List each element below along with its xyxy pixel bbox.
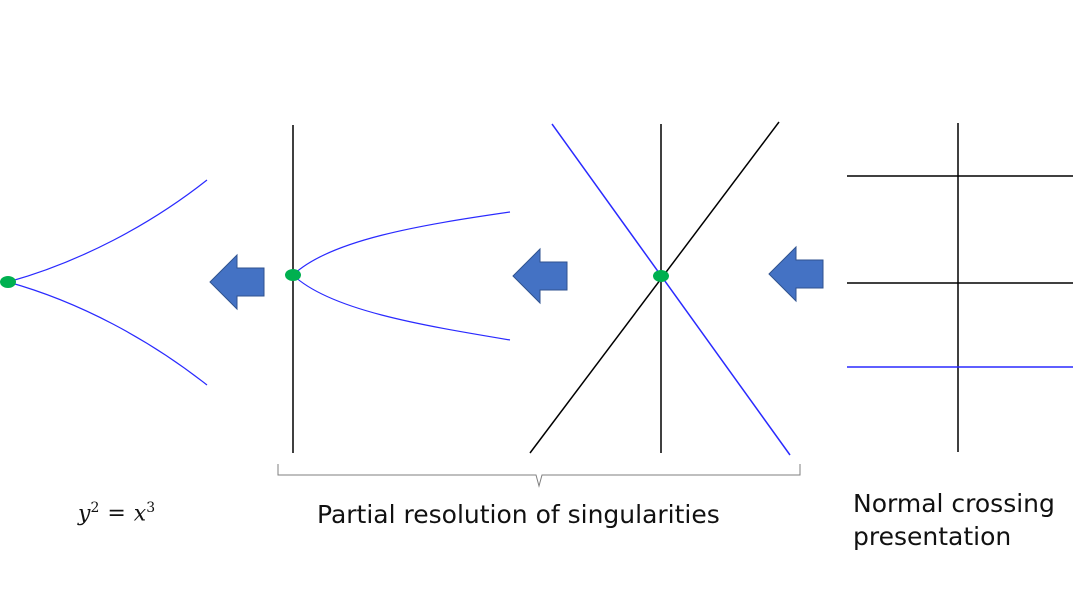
strict-transform-lower: [292, 274, 511, 341]
blowup-panel-1: [285, 125, 511, 453]
eq-lhs-exp: 2: [90, 500, 100, 516]
left-arrow-icon: [209, 253, 265, 311]
cusp-panel: [0, 179, 208, 386]
cusp-lower-branch: [7, 281, 208, 386]
left-arrow-icon: [768, 245, 824, 303]
partial-resolution-label: Partial resolution of singularities: [317, 500, 720, 529]
tangency-point: [285, 269, 301, 281]
eq-rhs-var: x: [133, 501, 147, 527]
left-arrow-icon: [512, 247, 568, 305]
singular-point: [0, 276, 16, 288]
normal-crossing-line1: Normal crossing: [853, 489, 1055, 518]
triple-point: [653, 270, 669, 282]
blowup-panel-2: [529, 121, 791, 456]
grouping-brace: [277, 464, 801, 488]
normal-crossing-panel: [847, 123, 1073, 452]
blue-line: [551, 123, 791, 456]
cusp-upper-branch: [7, 179, 208, 283]
eq-operator: =: [107, 501, 126, 527]
eq-lhs-var: y: [78, 501, 91, 527]
cusp-equation-label: y2 = x3: [78, 500, 155, 526]
strict-transform-upper: [292, 211, 511, 276]
eq-rhs-exp: 3: [146, 500, 156, 516]
diagonal-line: [529, 121, 780, 454]
normal-crossing-line2: presentation: [853, 522, 1012, 551]
normal-crossing-label: Normal crossing presentation: [853, 487, 1073, 553]
